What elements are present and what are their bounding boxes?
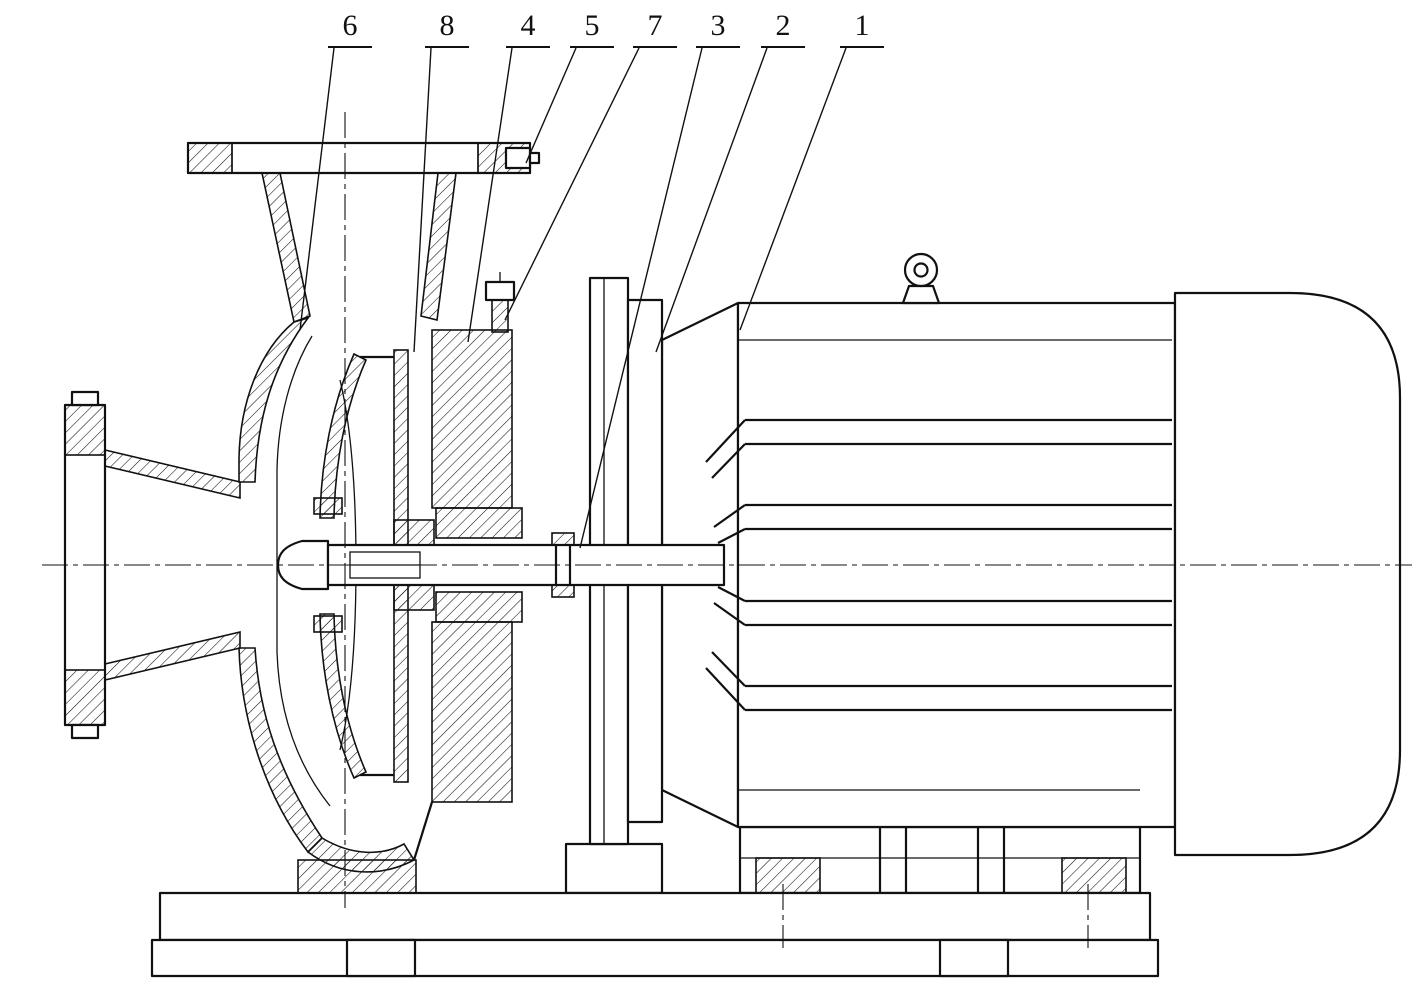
centerlines [42,112,1412,908]
callout-leader-lines [299,47,847,549]
pump-cover-and-seal [431,272,523,803]
callout-4: 4 [506,10,550,48]
callout-1: 1 [840,10,884,48]
motor-end-cap [1173,291,1402,857]
callout-2: 2 [761,10,805,48]
motor-body [660,252,1402,857]
baseplate-and-feet [150,825,1160,978]
vent-plug [484,272,516,333]
lifting-eye-bolt [901,252,941,305]
callout-8: 8 [425,10,469,48]
discharge-flange [186,141,541,324]
callout-3: 3 [696,10,740,48]
callout-7: 7 [633,10,677,48]
callout-5: 5 [570,10,614,48]
flange-pin [504,146,541,170]
callout-6: 6 [328,10,372,48]
volute-casing [238,316,434,873]
motor-cooling-fins [705,418,1172,712]
